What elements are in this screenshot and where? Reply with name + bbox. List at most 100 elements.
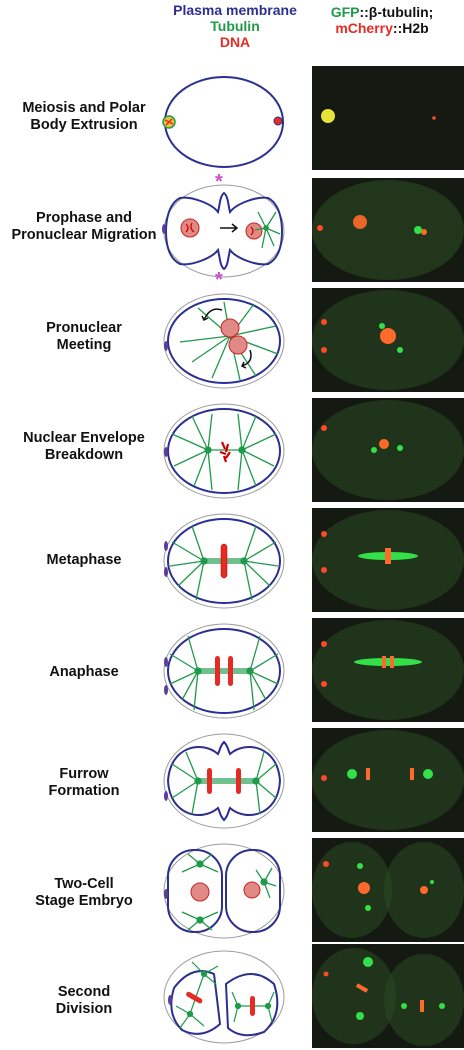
meiotic-chromosomes bbox=[164, 118, 174, 126]
stage-label: Anaphase bbox=[8, 664, 160, 681]
eggshell bbox=[163, 403, 285, 499]
stage-row-two-cell: Two-Cell Stage Embryo bbox=[0, 834, 464, 948]
stage-label: Furrow Formation bbox=[8, 766, 160, 800]
legend-mcherry: mCherry bbox=[335, 20, 393, 36]
stage-label-line: Division bbox=[55, 1001, 113, 1017]
centrosome-asters bbox=[254, 211, 281, 249]
plasma-membrane bbox=[167, 298, 281, 384]
p1-cell-membrane bbox=[224, 973, 279, 1037]
stage-label-line: Pronuclear Migration bbox=[11, 227, 157, 243]
ab-nucleus bbox=[190, 882, 210, 902]
arrow-icon bbox=[220, 223, 239, 233]
diagram-legend: Plasma membrane Tubulin DNA bbox=[140, 2, 330, 50]
chromatid-set bbox=[207, 768, 212, 794]
stage-label: Second Division bbox=[8, 984, 160, 1018]
aster-lines bbox=[179, 301, 279, 381]
legend-mcherry-line: mCherry::H2b bbox=[300, 20, 464, 36]
stage-label: Pronuclear Meeting bbox=[8, 320, 160, 354]
stage-diagram bbox=[163, 623, 285, 719]
chromatid-set bbox=[228, 656, 233, 686]
condensed-chromosomes bbox=[219, 441, 231, 463]
polar-body bbox=[162, 224, 166, 234]
micrograph-image bbox=[312, 948, 464, 1046]
micrograph-legend: GFP::β-tubulin; mCherry::H2b bbox=[300, 4, 464, 36]
legend-gfp-line: GFP::β-tubulin; bbox=[300, 4, 464, 20]
stage-label: Meiosis and Polar Body Extrusion bbox=[8, 100, 160, 134]
centrosomes bbox=[181, 853, 277, 931]
micrograph-image bbox=[312, 400, 464, 500]
spindle bbox=[169, 635, 279, 711]
stage-row-nebd: Nuclear Envelope Breakdown bbox=[0, 394, 464, 508]
stage-label-line: Second bbox=[57, 984, 111, 1000]
stage-diagram bbox=[163, 513, 285, 609]
stage-row-pronuclear-meeting: Pronuclear Meeting bbox=[0, 284, 464, 398]
sperm-pronucleus bbox=[273, 116, 283, 126]
chromatid-set bbox=[236, 768, 241, 794]
polar-body bbox=[164, 341, 168, 351]
polar-body bbox=[164, 685, 168, 695]
stage-label-line: Prophase and bbox=[36, 210, 132, 226]
stage-label-line: Pronuclear bbox=[46, 320, 122, 336]
polar-body bbox=[164, 567, 168, 577]
legend-plasma-membrane: Plasma membrane bbox=[173, 2, 297, 18]
stage-diagram: * * bbox=[162, 174, 285, 288]
stage-label-line: Body Extrusion bbox=[30, 117, 138, 133]
female-pronucleus bbox=[220, 318, 240, 338]
polar-body bbox=[164, 541, 168, 551]
stage-label-line: Two-Cell bbox=[54, 876, 114, 892]
micrograph bbox=[312, 508, 464, 612]
stage-diagram bbox=[163, 403, 285, 499]
micrograph-image bbox=[321, 109, 436, 123]
micrograph bbox=[312, 178, 464, 282]
plasma-membrane bbox=[167, 518, 281, 604]
micrograph-image bbox=[312, 180, 464, 280]
rotation-arrow-icon bbox=[240, 349, 252, 369]
plasma-membrane bbox=[166, 740, 282, 822]
male-pronucleus bbox=[228, 335, 248, 355]
stage-diagram bbox=[162, 76, 284, 168]
eggshell bbox=[163, 950, 285, 1044]
micrograph bbox=[312, 618, 464, 722]
polar-body bbox=[164, 447, 168, 457]
ab-spindle bbox=[175, 961, 219, 1029]
micrograph bbox=[312, 838, 464, 942]
p1-metaphase-plate bbox=[250, 996, 255, 1016]
polar-body bbox=[164, 791, 168, 801]
stage-row-metaphase: Metaphase bbox=[0, 504, 464, 618]
spindle bbox=[169, 525, 279, 601]
gfp-mcherry-overlap bbox=[321, 109, 335, 123]
stage-diagram bbox=[163, 733, 285, 829]
eggshell bbox=[163, 293, 285, 389]
metaphase-plate bbox=[220, 543, 228, 579]
ab-cell-membrane bbox=[167, 849, 223, 933]
legend-tubulin: Tubulin bbox=[210, 18, 260, 34]
female-pronucleus bbox=[180, 218, 200, 238]
stage-diagram bbox=[163, 843, 285, 939]
stage-label-line: Anaphase bbox=[49, 664, 119, 680]
eggshell bbox=[163, 623, 285, 719]
micrograph-image bbox=[312, 510, 464, 610]
chromatid-set bbox=[215, 656, 220, 686]
stage-label-line: Breakdown bbox=[44, 447, 124, 463]
micrograph-image bbox=[312, 620, 464, 720]
stage-row-furrow: Furrow Formation bbox=[0, 724, 464, 838]
plasma-membrane bbox=[167, 408, 281, 494]
polar-body bbox=[168, 995, 172, 1005]
plasma-membrane bbox=[167, 628, 281, 714]
asterisk-icon: * bbox=[215, 269, 223, 288]
male-pronucleus bbox=[245, 222, 263, 240]
stage-label-line: Metaphase bbox=[46, 552, 122, 568]
eggshell bbox=[163, 843, 285, 939]
stage-row-anaphase: Anaphase bbox=[0, 614, 464, 728]
p1-nucleus bbox=[243, 881, 261, 899]
mcherry-signal bbox=[432, 116, 436, 120]
stage-row-meiosis: Meiosis and Polar Body Extrusion bbox=[0, 60, 464, 178]
legend-dna: DNA bbox=[219, 34, 251, 50]
stage-label-line: Formation bbox=[48, 783, 120, 799]
plasma-membrane bbox=[164, 76, 284, 168]
stage-label: Two-Cell Stage Embryo bbox=[8, 876, 160, 910]
stage-diagram bbox=[163, 293, 285, 389]
eggshell bbox=[163, 733, 285, 829]
chromosome bbox=[185, 222, 195, 233]
stage-row-second-division: Second Division bbox=[0, 944, 464, 1050]
